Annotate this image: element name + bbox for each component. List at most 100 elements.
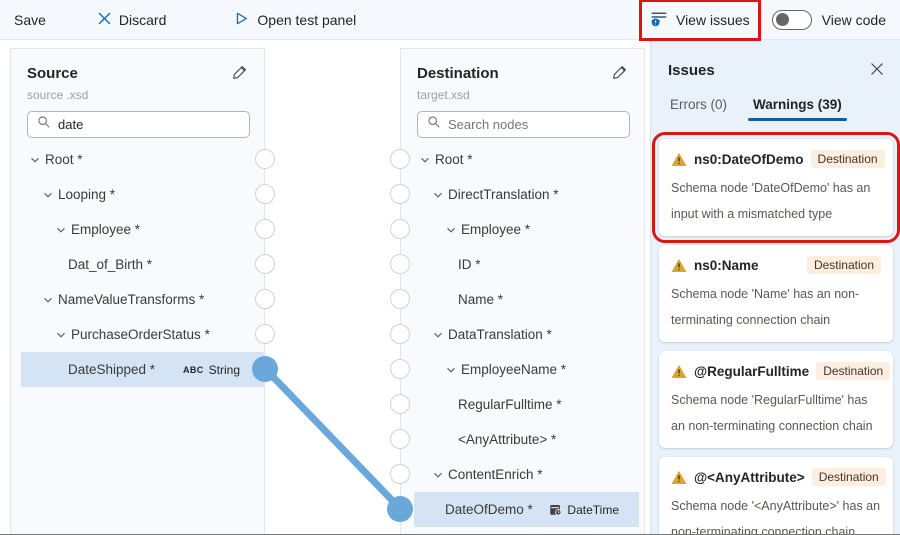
destination-panel-title: Destination (417, 65, 499, 82)
tree-node-dateofdemo[interactable]: DateOfDemo *DateTime (414, 492, 639, 527)
tree-node-regularfulltime[interactable]: RegularFulltime * (401, 387, 644, 422)
open-test-panel-button[interactable]: Open test panel (230, 6, 360, 34)
connection-dot-destination-3[interactable] (390, 253, 410, 274)
tab-errors[interactable]: Errors (0) (670, 97, 727, 121)
warning-icon (671, 258, 687, 273)
issues-tabs: Errors (0) Warnings (39) (670, 97, 900, 121)
chevron-down-icon[interactable] (42, 189, 58, 201)
view-issues-label: View issues (675, 11, 750, 28)
tree-node-name[interactable]: Name * (401, 282, 644, 317)
tree-node-label: Name * (458, 292, 504, 307)
chevron-down-icon[interactable] (55, 329, 71, 341)
tree-node-directtranslation[interactable]: DirectTranslation * (401, 177, 644, 212)
connection-dot-destination-8[interactable] (390, 428, 410, 449)
tree-node-purchaseorderstatus[interactable]: PurchaseOrderStatus * (11, 317, 264, 352)
connection-dot-destination-5[interactable] (390, 323, 410, 344)
edit-source-schema-button[interactable] (230, 62, 250, 85)
connection-dot-source-1[interactable] (255, 183, 275, 204)
tree-node-anyattribute[interactable]: <AnyAttribute> * (401, 422, 644, 457)
chevron-down-icon[interactable] (29, 154, 45, 166)
connection-dot-destination-1[interactable] (390, 183, 410, 204)
chevron-down-icon[interactable] (432, 469, 448, 481)
chevron-down-icon[interactable] (432, 189, 448, 201)
connection-dot-source-2[interactable] (255, 218, 275, 239)
connection-dot-source-5[interactable] (255, 323, 275, 344)
search-icon (427, 115, 441, 134)
tab-warnings[interactable]: Warnings (39) (748, 97, 847, 121)
tree-node-looping[interactable]: Looping * (11, 177, 264, 212)
save-button[interactable]: Save (10, 6, 50, 34)
warning-icon (671, 364, 687, 379)
pencil-icon (232, 64, 248, 83)
connection-dot-destination-9[interactable] (390, 463, 410, 484)
connection-dot-destination-0[interactable] (390, 148, 410, 169)
calendar-clock-icon (549, 503, 562, 516)
destination-search-input[interactable] (448, 117, 620, 132)
tree-node-label: Looping * (58, 187, 116, 202)
connection-dot-source-0[interactable] (255, 148, 275, 169)
warning-message: Schema node 'DateOfDemo' has an input wi… (671, 181, 871, 221)
tree-node-label: NameValueTransforms * (58, 292, 205, 307)
warning-location-badge: Destination (816, 362, 891, 380)
tree-node-dat-of-birth[interactable]: Dat_of_Birth * (11, 247, 264, 282)
tree-node-label: EmployeeName * (461, 362, 567, 377)
destination-schema-filename: target.xsd (417, 88, 470, 102)
connection-dot-destination-6[interactable] (390, 358, 410, 379)
connection-dot-source-3[interactable] (255, 253, 275, 274)
connection-dot-active-source-6[interactable] (252, 355, 278, 382)
tree-node-label: DirectTranslation * (448, 187, 559, 202)
chevron-down-icon[interactable] (445, 224, 461, 236)
chevron-down-icon[interactable] (432, 329, 448, 341)
tree-node-datatranslation[interactable]: DataTranslation * (401, 317, 644, 352)
source-search-input[interactable] (58, 117, 240, 132)
chevron-down-icon[interactable] (55, 224, 71, 236)
tree-node-employeename[interactable]: EmployeeName * (401, 352, 644, 387)
source-search-box[interactable] (27, 111, 250, 138)
chevron-down-icon[interactable] (419, 154, 435, 166)
tree-node-root[interactable]: Root * (11, 142, 264, 177)
source-panel-header: Source source .xsd (11, 49, 264, 138)
tree-node-label: Root * (45, 152, 83, 167)
tree-node-label: Dat_of_Birth * (68, 257, 153, 272)
dismiss-icon (98, 12, 111, 28)
connection-dot-destination-7[interactable] (390, 393, 410, 414)
toolbar: Save Discard Open test panel (0, 0, 900, 41)
tree-node-label: <AnyAttribute> * (458, 432, 557, 447)
discard-button-label: Discard (118, 11, 167, 28)
tree-node-contentenrich[interactable]: ContentEnrich * (401, 457, 644, 492)
tree-node-namevaluetransforms[interactable]: NameValueTransforms * (11, 282, 264, 317)
tree-node-label: Root * (435, 152, 473, 167)
connection-dot-source-4[interactable] (255, 288, 275, 309)
chevron-down-icon[interactable] (445, 364, 461, 376)
abc-string-icon: ABC (182, 364, 204, 375)
connection-dot-destination-2[interactable] (390, 218, 410, 239)
tree-node-root[interactable]: Root * (401, 142, 644, 177)
chevron-down-icon[interactable] (42, 294, 58, 306)
tree-node-employee[interactable]: Employee * (11, 212, 264, 247)
destination-search-box[interactable] (417, 111, 630, 138)
connection-dot-destination-4[interactable] (390, 288, 410, 309)
discard-button[interactable]: Discard (94, 6, 170, 34)
tree-node-label: DataTranslation * (448, 327, 552, 342)
view-code-label: View code (821, 11, 886, 28)
tree-node-employee[interactable]: Employee * (401, 212, 644, 247)
tree-node-label: RegularFulltime * (458, 397, 562, 412)
edit-destination-schema-button[interactable] (610, 62, 630, 85)
tree-node-id[interactable]: ID * (401, 247, 644, 282)
view-issues-button[interactable]: View issues (639, 0, 761, 41)
warning-node-name: @RegularFulltime (694, 363, 810, 379)
view-code-toggle[interactable] (771, 9, 812, 30)
connection-dot-active-destination-10[interactable] (387, 495, 413, 522)
tree-node-label: Employee * (71, 222, 141, 237)
close-issues-button[interactable] (868, 60, 886, 81)
issues-panel-title: Issues (668, 62, 715, 79)
play-icon (234, 11, 249, 29)
toolbar-right-group: View issues View code (639, 0, 900, 41)
